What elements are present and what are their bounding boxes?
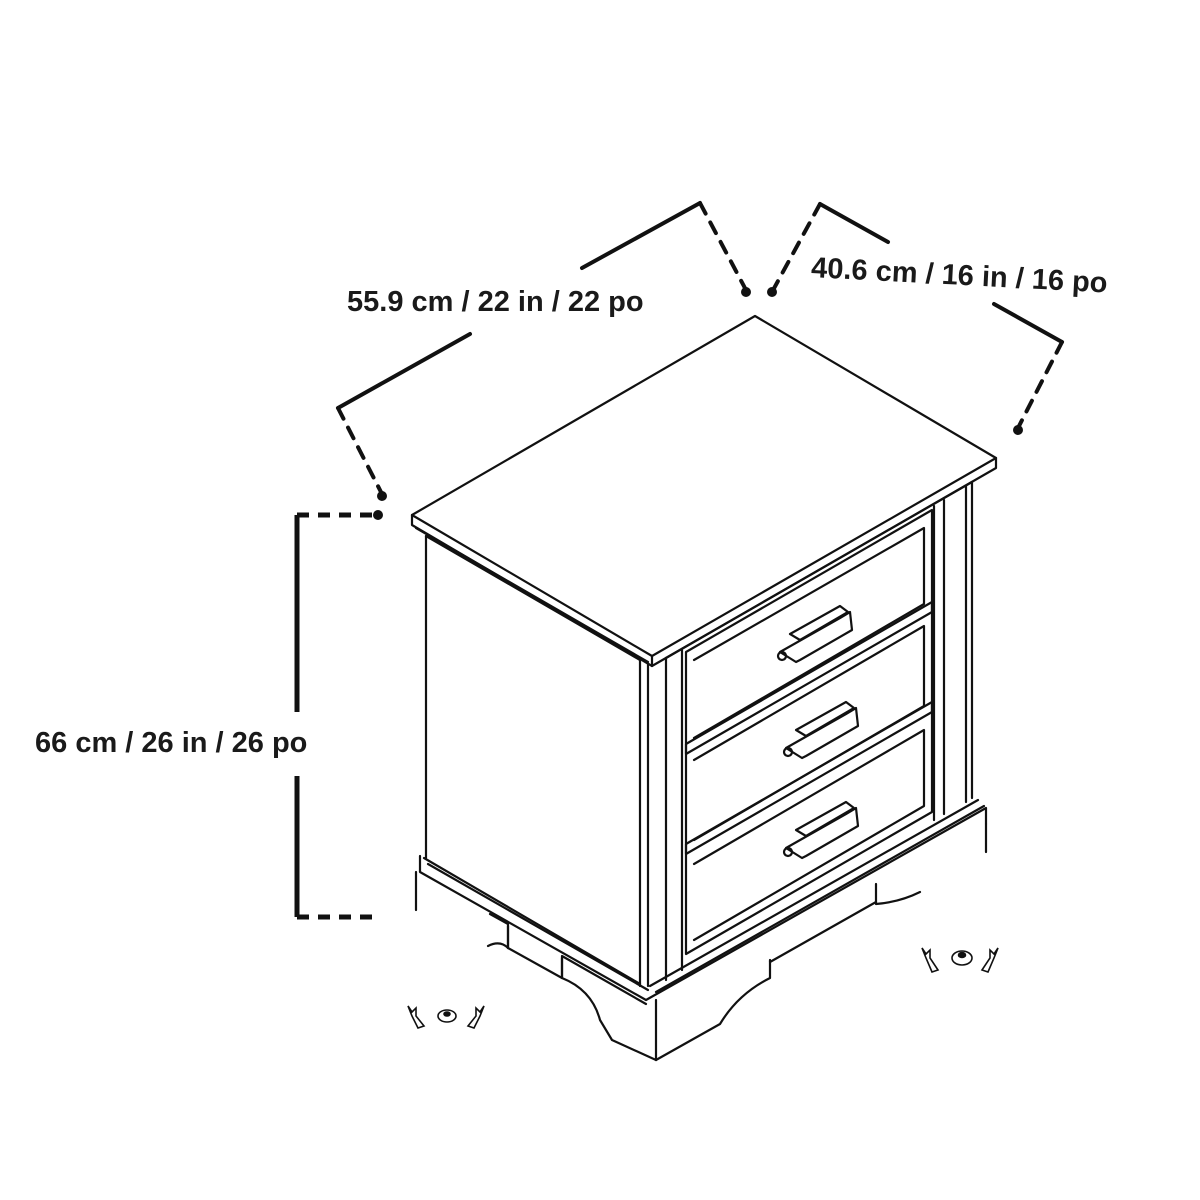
adjustable-foot-glide-icon <box>407 1005 485 1029</box>
width-dimension-label: 55.9 cm / 22 in / 22 po <box>347 286 644 318</box>
drawer-pull-top[interactable] <box>776 604 854 664</box>
width-dimension-line <box>336 201 748 496</box>
drawer-bottom[interactable] <box>684 700 934 956</box>
drawer-pull-bottom[interactable] <box>782 800 860 860</box>
side-panel <box>424 534 650 988</box>
front-frame <box>664 480 974 982</box>
drawer-middle[interactable] <box>684 600 934 856</box>
height-dimension-label: 66 cm / 26 in / 26 po <box>35 727 308 759</box>
base-molding <box>414 798 988 1002</box>
adjustable-foot-glide-icon <box>921 947 999 973</box>
drawer-pull-middle[interactable] <box>782 700 860 760</box>
plinth-base <box>486 882 922 1062</box>
drawer-top[interactable] <box>684 508 934 756</box>
top-surface <box>410 314 998 668</box>
depth-dimension-line <box>770 202 1064 430</box>
height-dimension-line <box>294 512 378 920</box>
dimension-end-dots <box>373 287 1023 520</box>
